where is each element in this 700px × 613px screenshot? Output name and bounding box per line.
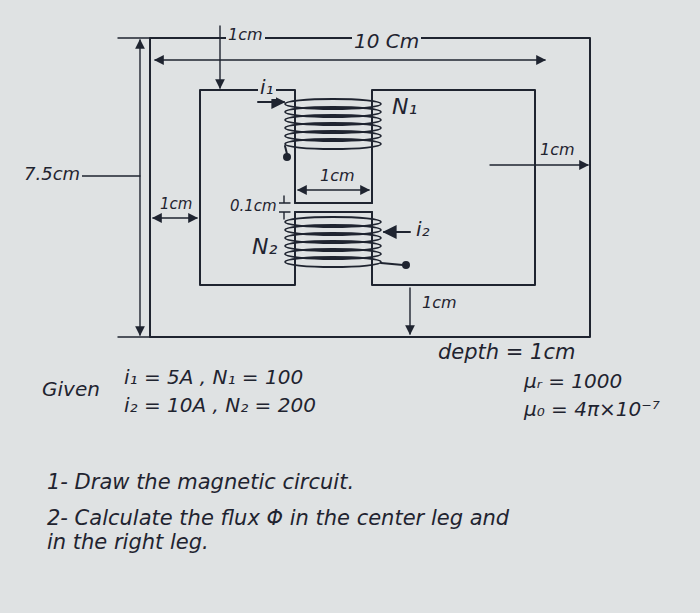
given-value: i₂ = 10A , N₂ = 200 xyxy=(122,394,318,417)
dimension-label: 10 Cm xyxy=(352,30,421,53)
coil-n1 xyxy=(285,99,381,149)
dimension-label: 1cm xyxy=(538,141,577,159)
extension-line xyxy=(118,38,150,337)
dimension-label: 0.1cm xyxy=(228,198,279,215)
dimension-line xyxy=(298,189,369,190)
given-value: μ₀ = 4π×10⁻⁷ xyxy=(522,398,662,421)
dimension-label: 1cm xyxy=(420,294,459,312)
dimension-line xyxy=(155,59,545,60)
dimension-label: 7.5cm xyxy=(22,164,82,185)
current-label: i₁ xyxy=(258,76,276,99)
dimension-line xyxy=(153,217,197,218)
dimension-label: 1cm xyxy=(226,26,265,44)
dimension-label: 1cm xyxy=(318,167,357,185)
terminal-dot xyxy=(284,154,290,160)
given-heading: Given xyxy=(40,378,102,401)
terminal-dot xyxy=(403,262,409,268)
core-outline xyxy=(150,38,590,337)
coil-n2 xyxy=(285,217,381,267)
note-text: depth = 1cm xyxy=(436,340,577,364)
dimension-line xyxy=(219,26,220,88)
given-value: i₁ = 5A , N₁ = 100 xyxy=(122,366,305,389)
current-label: i₂ xyxy=(414,218,432,241)
dimension-line xyxy=(409,288,410,334)
coil-label: N₂ xyxy=(250,234,279,259)
dimension-line xyxy=(490,164,588,165)
question-text: 2- Calculate the flux Φ in the center le… xyxy=(45,506,519,554)
current-arrow-i2 xyxy=(384,231,410,233)
left-window xyxy=(200,90,295,285)
right-window xyxy=(372,90,535,285)
dimension-line xyxy=(139,40,140,335)
question-text: 1- Draw the magnetic circuit. xyxy=(45,470,356,494)
gap-dimension xyxy=(278,196,290,219)
coil-label: N₁ xyxy=(390,94,419,119)
leader-line xyxy=(78,175,140,176)
coil-lead xyxy=(285,146,287,154)
coil-lead xyxy=(381,263,403,265)
current-arrow-i1 xyxy=(258,101,284,103)
air-gap xyxy=(295,203,372,212)
dimension-label: 1cm xyxy=(158,196,194,213)
given-value: μᵣ = 1000 xyxy=(522,370,624,393)
